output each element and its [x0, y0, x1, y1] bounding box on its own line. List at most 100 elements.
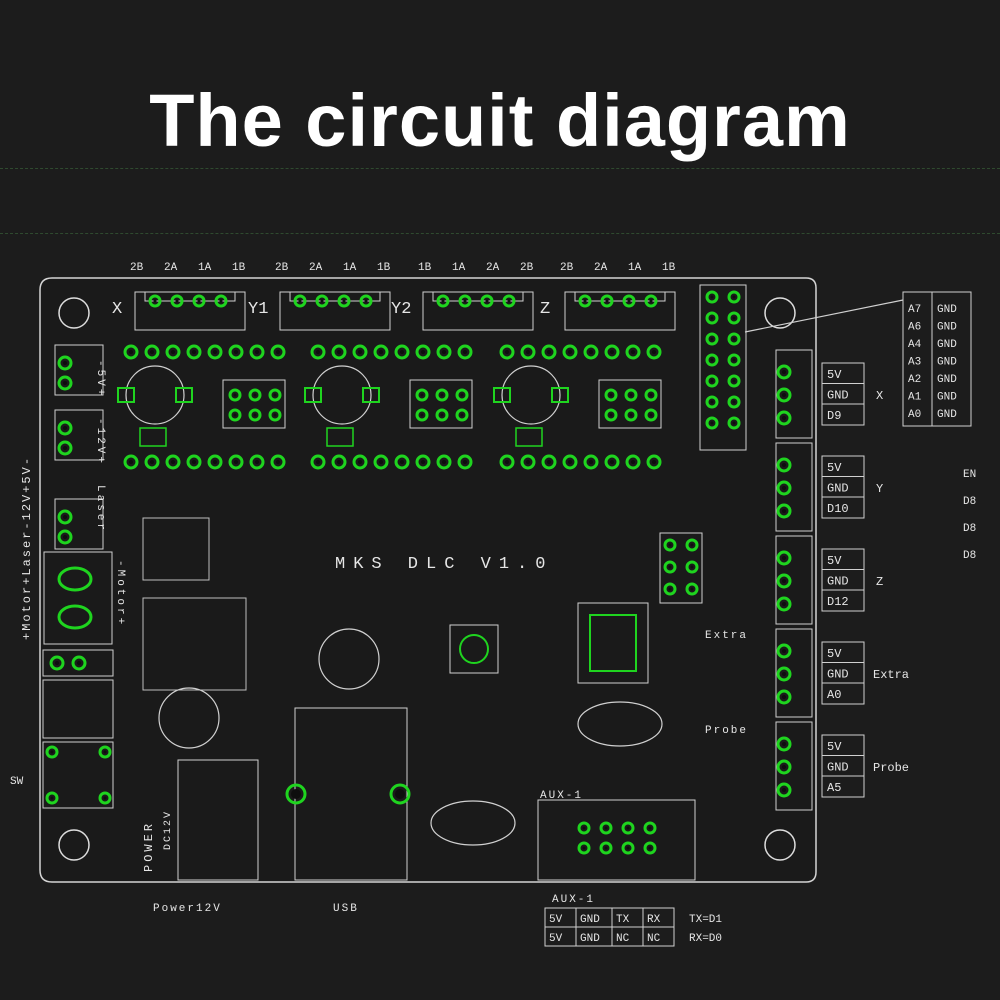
aux-table-cell: NC [647, 933, 661, 945]
driver-pin [583, 344, 599, 360]
pad-hole [233, 413, 237, 417]
aux-pin [599, 821, 613, 835]
endstop-table [821, 455, 865, 519]
driver-pin [331, 454, 347, 470]
connector-pin [600, 294, 614, 308]
analog-pin-gnd: GND [937, 357, 957, 369]
pad-hole [420, 393, 424, 397]
pad-hole [421, 460, 425, 464]
connector-pin [170, 294, 184, 308]
analog-pin-name: A6 [908, 322, 921, 334]
connector-latch [289, 291, 381, 302]
pad-hole [103, 796, 107, 800]
pad-hole [604, 846, 608, 850]
pad-hole [505, 350, 509, 354]
endstop-connector [775, 442, 813, 532]
endstop-pin [776, 573, 792, 589]
aux-table-cell: RX [647, 914, 661, 926]
driver-pin [373, 344, 389, 360]
pad-hole [273, 393, 277, 397]
driver-pin [310, 454, 326, 470]
header-pin-label: 1B [377, 262, 391, 274]
cap-pad [304, 387, 322, 403]
analog-pin-gnd: GND [937, 339, 957, 351]
driver-pin [228, 344, 244, 360]
endstop-pin-name: D12 [827, 595, 849, 609]
cap-pad [175, 387, 193, 403]
pad-hole [610, 350, 614, 354]
pad-hole [732, 421, 736, 425]
pad-hole [253, 393, 257, 397]
pad-hole [582, 826, 586, 830]
driver-pin [436, 344, 452, 360]
board-label-aux: AUX-1 [540, 790, 583, 802]
pad-hole [782, 765, 786, 769]
endstop-pin-name: D10 [827, 502, 849, 516]
analog-pin [705, 290, 719, 304]
pad-hole [460, 413, 464, 417]
aux-pin [621, 841, 635, 855]
pad-hole [255, 350, 259, 354]
endstop-label: Y [876, 482, 883, 496]
connector-pin [315, 294, 329, 308]
jumper-pin [268, 388, 282, 402]
pad-hole [400, 460, 404, 464]
driver-pin [123, 454, 139, 470]
driver-pin [144, 344, 160, 360]
pad-hole [129, 350, 133, 354]
pad-hole [589, 350, 593, 354]
driver-pin [165, 454, 181, 470]
pad-hole [547, 460, 551, 464]
header-pin-label: 2B [560, 262, 574, 274]
jumper-block [409, 379, 473, 429]
board-label-dc: DC12V [163, 810, 174, 850]
driver-pin [457, 454, 473, 470]
pad-hole [710, 337, 714, 341]
pad-hole [526, 460, 530, 464]
endstop-table [821, 641, 865, 705]
terminal-pin [57, 420, 73, 436]
pad-hole [197, 299, 201, 303]
pad-hole [605, 299, 609, 303]
board-outline [39, 277, 817, 883]
connector-pin [644, 294, 658, 308]
connector-pin [148, 294, 162, 308]
pad-hole [171, 350, 175, 354]
pad-hole [627, 299, 631, 303]
analog-pin [705, 332, 719, 346]
driver-pin [415, 344, 431, 360]
jumper-pin [644, 408, 658, 422]
pad-hole [710, 421, 714, 425]
driver-pin [457, 344, 473, 360]
pad-hole [782, 649, 786, 653]
endstop-label: X [876, 389, 883, 403]
pad-hole [150, 460, 154, 464]
pad-hole [213, 460, 217, 464]
pad-hole [547, 350, 551, 354]
terminal-pin [57, 509, 73, 525]
pad-hole [690, 543, 694, 547]
pad-hole [782, 788, 786, 792]
pad-hole [782, 393, 786, 397]
terminal-pin [57, 440, 73, 456]
pad-hole [609, 413, 613, 417]
header-letter: Y2 [391, 300, 411, 319]
label-5v: -5V+ [94, 360, 106, 398]
endstop-pin [776, 550, 792, 566]
header-pin-label: 1B [662, 262, 676, 274]
connector-pin [578, 294, 592, 308]
aux-table-cell: 5V [549, 933, 563, 945]
pad-hole [150, 350, 154, 354]
analog-pin-name: A2 [908, 374, 921, 386]
pad-hole [507, 299, 511, 303]
endstop-connector [775, 721, 813, 811]
connector-pin [436, 294, 450, 308]
driver-pin [186, 454, 202, 470]
driver-pin [207, 344, 223, 360]
pad-hole [320, 299, 324, 303]
pin [663, 582, 677, 596]
pin [663, 538, 677, 552]
en-label: D8 [963, 523, 976, 535]
pad-hole [604, 826, 608, 830]
pad-hole [358, 350, 362, 354]
